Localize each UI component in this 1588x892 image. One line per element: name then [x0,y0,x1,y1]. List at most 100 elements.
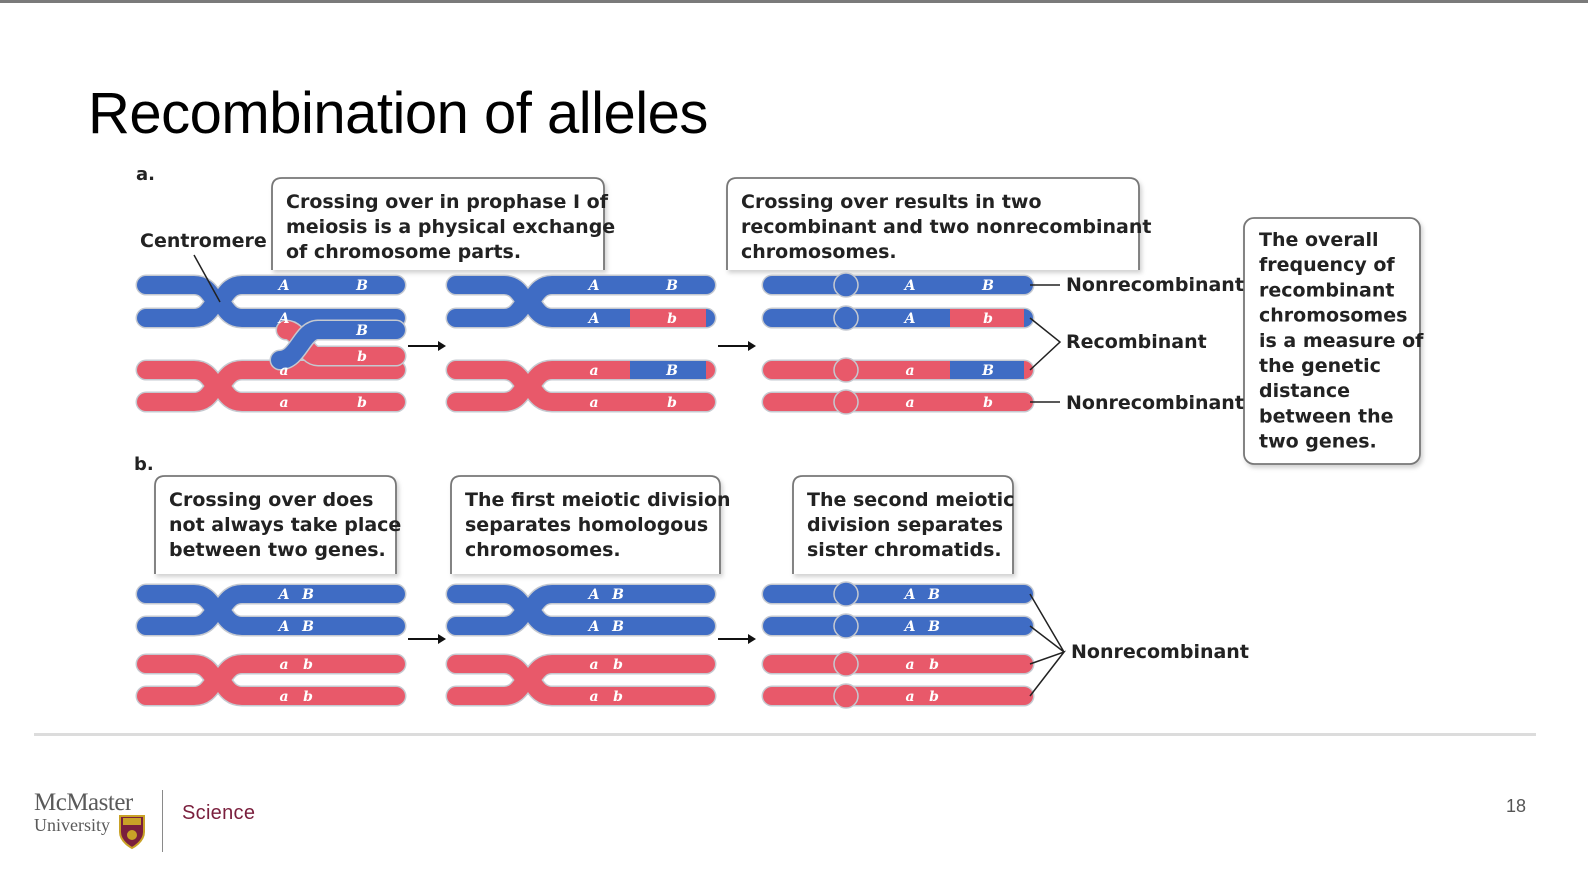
callout-frequency-line: is a measure of [1259,330,1424,352]
callout-first-division-line: separates homologous [465,514,708,536]
outcome-recombinant: Recombinant [1066,331,1207,353]
chromosome-blue-g2 [447,276,715,327]
crossover-blue [271,321,405,369]
callout-crossing-over [271,177,605,270]
callout-no-crossing-line: Crossing over does [169,489,373,511]
chromatid-b-AB-1-centromere [833,581,859,607]
page-number: 18 [1506,796,1527,816]
allele-a: a [589,395,598,411]
callout-frequency-line: chromosomes [1259,305,1407,327]
mcmaster-logo: McMaster University [34,789,145,850]
allele-a: a [589,689,598,705]
allele-B: B [981,278,994,294]
allele-A: A [903,587,916,603]
allele-B: B [301,587,314,603]
callout-crossing-results [726,177,1140,270]
allele-b: b [667,395,677,411]
callout-frequency-line: The overall [1259,229,1379,251]
logo-divider [162,790,163,852]
allele-a: a [589,657,598,673]
chromosome-blue-b1 [137,585,405,635]
chromatid-Ab-centromere [833,305,859,331]
allele-B: B [665,278,678,294]
callout-frequency-line: the genetic [1259,355,1381,377]
allele-a: a [905,657,914,673]
footer-divider [34,733,1536,736]
allele-A: A [903,311,916,327]
callout-frequency-line: recombinant [1259,279,1394,301]
allele-A: A [587,311,600,327]
callout-crossing-over-line: Crossing over in prophase I of [286,191,609,213]
allele-b: b [357,395,367,411]
callout-no-crossing [154,475,397,574]
allele-b: b [303,657,313,673]
callout-crossing-results-line: Crossing over results in two [741,191,1042,213]
centromere-pointer [193,254,221,303]
faculty-name: Science [182,802,256,824]
callout-first-division-line: The first meiotic division [465,489,731,511]
callout-frequency-line: distance [1259,380,1350,402]
chromosome-blue-b2 [447,585,715,635]
top-border [0,0,1588,3]
allele-A: A [587,587,600,603]
allele-b: b [303,689,313,705]
allele-b: b [929,657,939,673]
allele-A: A [587,619,600,635]
allele-a: a [279,657,288,673]
allele-b: b [613,657,623,673]
centromere-label: Centromere [140,230,267,252]
allele-a: a [279,689,288,705]
allele-A: A [587,278,600,294]
allele-a: a [279,395,288,411]
chromosome-red-g1 [137,361,405,411]
allele-B: B [611,587,624,603]
allele-A: A [277,619,290,635]
callout-second-division-line: sister chromatids. [807,539,1002,561]
arrow-b1-head [438,634,446,644]
chromosome-red-g2 [447,361,715,411]
chromosome-blue-g1 [137,276,405,327]
allele-b: b [613,689,623,705]
allele-A: A [903,619,916,635]
allele-B: B [927,587,940,603]
allele-B: B [355,278,368,294]
pointer-rec [1029,317,1062,371]
callout-crossing-results-line: recombinant and two nonrecombinant [741,216,1151,238]
panel-b-label: b. [134,454,154,475]
outcome-nonrecombinant-2: Nonrecombinant [1066,392,1244,414]
pointer-nonrec-b [1029,593,1067,697]
arrow-a2-head [748,341,756,351]
allele-B: B [927,619,940,635]
callout-frequency [1243,217,1421,465]
allele-B: B [611,619,624,635]
callout-frequency-line: frequency of [1259,254,1395,276]
callout-first-division [450,475,721,574]
allele-a: a [905,363,914,379]
arrow-b2-head [748,634,756,644]
allele-A: A [277,587,290,603]
callout-no-crossing-line: not always take place [169,514,401,536]
callout-frequency-line: between the [1259,405,1394,427]
allele-B: B [355,323,368,339]
logo-name: McMaster [34,789,133,816]
chromatid-b-ab-1-centromere [833,651,859,677]
callout-crossing-over-line: of chromosome parts. [286,241,521,263]
callout-frequency-line: two genes. [1259,431,1377,453]
outcome-nonrecombinant-b: Nonrecombinant [1071,641,1249,663]
chromatid-AB-centromere [833,272,859,298]
allele-a: a [589,363,598,379]
allele-b: b [357,349,367,365]
allele-a: a [905,395,914,411]
chromatid-b-AB-2-centromere [833,613,859,639]
allele-B: B [981,363,994,379]
allele-b: b [929,689,939,705]
allele-a: a [905,689,914,705]
mcmaster-crest-icon [119,815,145,850]
chromosome-red-b2 [447,655,715,705]
panel-a-label: a. [136,164,155,185]
callout-crossing-over-line: meiosis is a physical exchange [286,216,615,238]
chromatid-ab-centromere [833,389,859,415]
chromosome-red-b1 [137,655,405,705]
allele-b: b [667,311,677,327]
